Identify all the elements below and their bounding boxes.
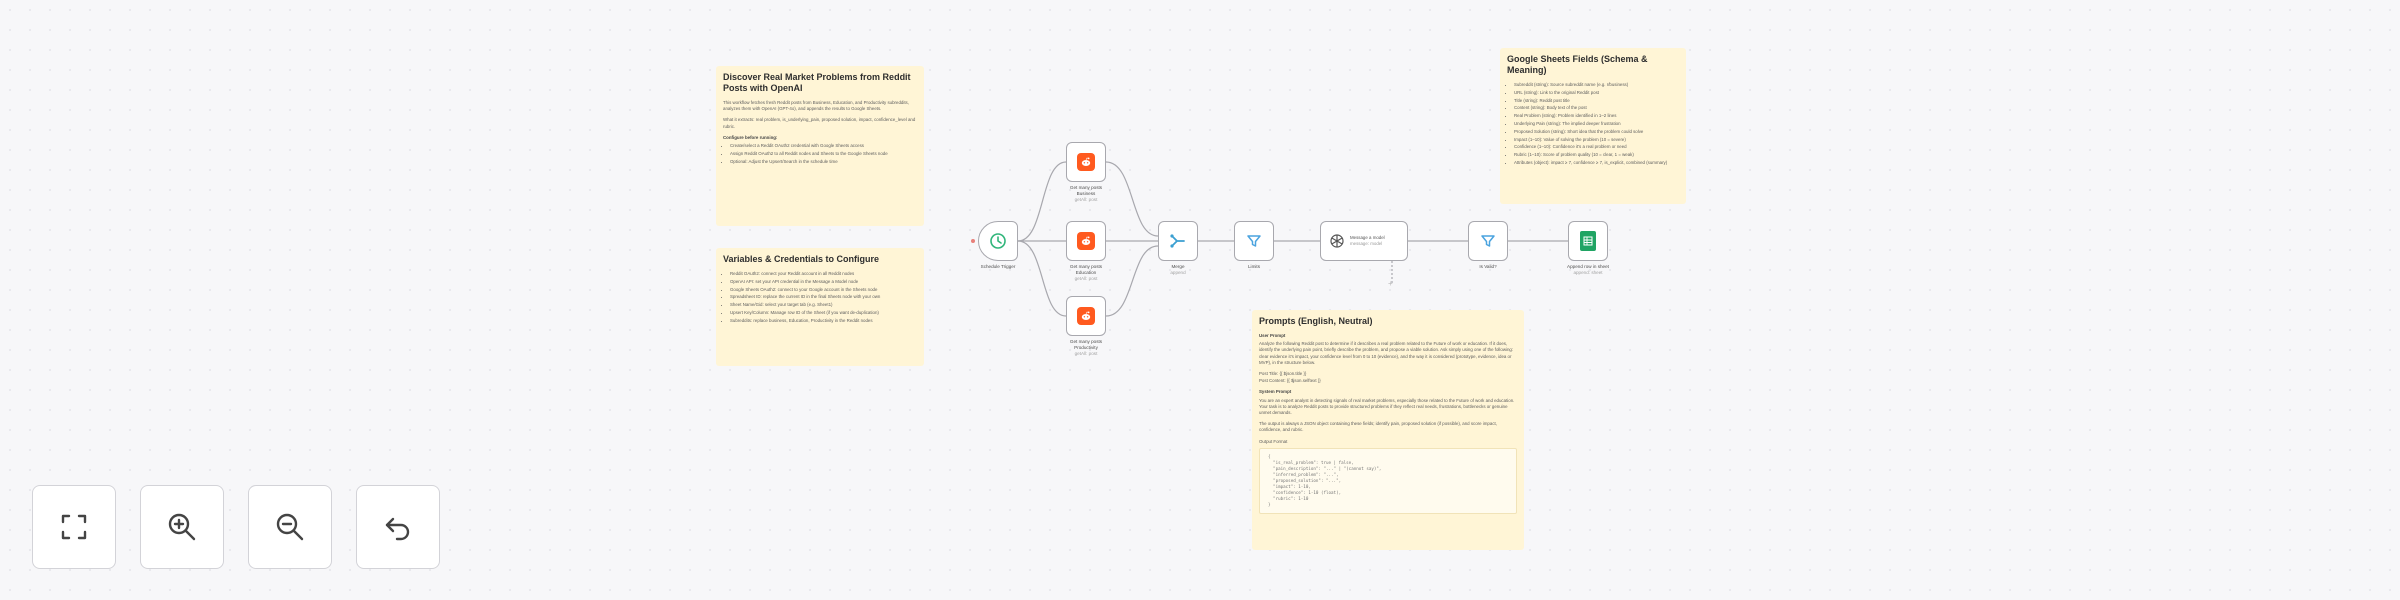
note-list-item: Spreadsheet ID: replace the current ID i… [730,294,917,300]
note-list-item: Optional: Adjust the Upsert/Search in th… [730,159,917,165]
note-list-item: Confidence (1–10): Confidence it's a rea… [1514,144,1679,150]
node-label-merge: Merge append [1170,264,1186,275]
note-title: Variables & Credentials to Configure [723,254,880,264]
sticky-note-discover[interactable]: Discover Real Market Problems from Reddi… [716,66,924,226]
edge-schedule-reddit-1 [1017,161,1067,242]
note-list-item: Google Sheets OAuth2: connect to your Go… [730,287,917,293]
note-output-label: Output Format [1259,438,1288,444]
note-list-item: Title (string): Reddit post title [1514,98,1679,104]
note-list-item: Content (string): Body text of the post [1514,105,1679,111]
note-list-item: Rubric (1–10): Score of problem quality … [1514,152,1679,158]
node-title: Message a model [1350,235,1385,240]
zoom-out-icon [276,513,304,541]
node-filter-limits[interactable] [1234,221,1274,261]
zoom-in-icon [168,513,196,541]
openai-icon [1330,234,1344,248]
trigger-dot [971,239,975,243]
edge-schedule-reddit-3 [1017,240,1067,317]
note-list-item: Impact (1–10): Value of solving the prob… [1514,137,1679,143]
merge-icon [1170,234,1185,248]
node-filter-is-valid[interactable] [1468,221,1508,261]
node-reddit-education[interactable] [1066,221,1106,261]
node-label-google-sheets: Append row in sheet append: sheet [1567,264,1609,275]
note-list-item: Create/select a Reddit OAuth2 credential… [730,143,917,149]
note-paragraph: Post Content: {{ $json.selftext }} [1259,378,1321,384]
note-subtitle: User Prompt [1259,333,1286,338]
node-schedule-trigger[interactable] [978,221,1018,261]
zoom-in-button[interactable] [140,485,224,569]
node-reddit-business[interactable] [1066,142,1106,182]
node-reddit-productivity[interactable] [1066,296,1106,336]
note-title: Prompts (English, Neutral) [1259,316,1373,326]
node-subtitle: message: model [1350,241,1383,246]
sticky-note-sheets-fields[interactable]: Google Sheets Fields (Schema & Meaning) … [1500,48,1686,204]
node-label-reddit-productivity: Get many posts Productivity getAll: post [1069,339,1103,356]
note-list-item: Sheet Name/Gid: select your target tab (… [730,302,917,308]
zoom-out-button[interactable] [248,485,332,569]
node-merge[interactable] [1158,221,1198,261]
sticky-note-variables[interactable]: Variables & Credentials to Configure Red… [716,248,924,366]
node-label-schedule: Schedule Trigger [980,264,1016,269]
note-paragraph: The output is always a JSON object conta… [1259,421,1497,433]
filter-icon [1481,235,1495,247]
node-label-filter-limits: Limits [1248,264,1260,269]
note-list-item: Subreddits: replace business, Education,… [730,318,917,324]
filter-icon [1247,235,1261,247]
note-list-item: OpenAI API: set your API credential in t… [730,279,917,285]
note-paragraph: This workflow fetches fresh Reddit posts… [723,100,909,112]
note-code-block: { "is_real_problem": true | false, "pain… [1259,447,1517,514]
note-paragraph: What it extracts: real problem, is_under… [723,117,916,129]
note-list-item: Reddit OAuth2: connect your Reddit accou… [730,271,917,277]
reddit-icon [1077,307,1095,325]
node-openai-message-model[interactable]: Message a model message: model [1320,221,1408,261]
note-list-item: Proposed Solution (string): Short idea t… [1514,129,1679,135]
note-paragraph: Post Title: {{ $json.title }} [1259,371,1307,377]
note-list-item: Underlying Pain (string): The implied de… [1514,121,1679,127]
node-google-sheets-append[interactable] [1568,221,1608,261]
note-paragraph: You are an expert analyst in detecting s… [1259,397,1515,416]
sticky-note-prompts[interactable]: Prompts (English, Neutral) User Prompt A… [1252,310,1524,550]
fit-view-icon [61,514,87,540]
node-label-filter-is-valid: Is Valid? [1479,264,1497,269]
note-list-item: Assign Reddit OAuth2 to all Reddit nodes… [730,151,917,157]
undo-icon [385,517,410,541]
edge-reddit-3-merge [1105,245,1159,317]
note-paragraph: Analyze the following Reddit post to det… [1259,341,1514,365]
note-list-item: Upsert Key/Column: Manage row ID of the … [730,310,917,316]
node-label-reddit-business: Get many posts Business getAll: post [1069,185,1103,202]
note-subtitle: Configure before running: [723,134,778,140]
clock-icon [990,233,1006,249]
reddit-icon [1077,153,1095,171]
note-subtitle: System Prompt [1259,389,1292,395]
google-sheets-icon [1580,231,1596,251]
node-label-reddit-education: Get many posts Education getAll: post [1069,264,1103,281]
note-list-item: Subreddit (string): Source subreddit nam… [1514,82,1679,88]
note-list-item: Attributes (object): impact ≥ 7, confide… [1514,160,1679,166]
note-title: Google Sheets Fields (Schema & Meaning) [1507,54,1648,75]
note-list-item: Real Problem (string): Problem identifie… [1514,113,1679,119]
add-model-plus-icon[interactable]: + [1388,279,1393,288]
edge-reddit-1-merge [1105,161,1159,237]
undo-button[interactable] [356,485,440,569]
reddit-icon [1077,232,1095,250]
fit-view-button[interactable] [32,485,116,569]
note-list-item: URL (string): Link to the original Reddi… [1514,90,1679,96]
note-title: Discover Real Market Problems from Reddi… [723,72,911,93]
